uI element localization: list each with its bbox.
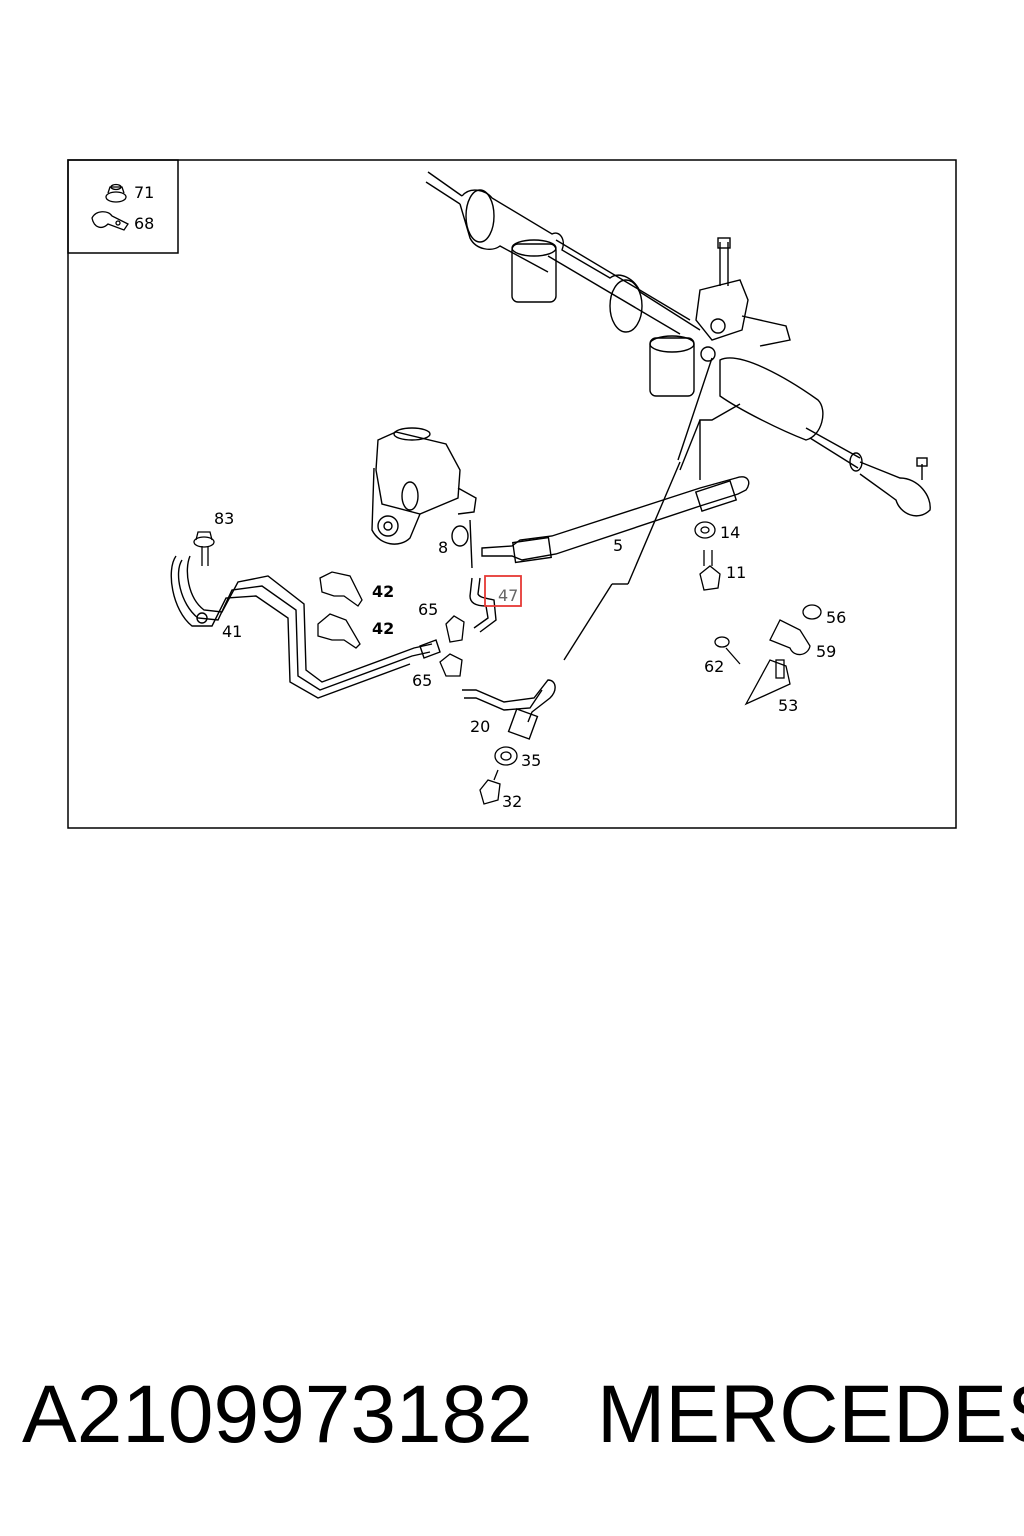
brand-name: MERCEDES xyxy=(597,1369,1024,1460)
callout-11: 11 xyxy=(726,563,746,582)
bolt-83-illustration xyxy=(193,531,215,566)
part-number: A2109973182 xyxy=(22,1369,533,1460)
callout-14: 14 xyxy=(720,523,740,542)
callout-42a: 42 xyxy=(372,582,394,601)
callout-8: 8 xyxy=(438,538,448,557)
callout-62: 62 xyxy=(704,657,724,676)
feed-line-20-illustration xyxy=(462,461,681,740)
callout-32: 32 xyxy=(502,792,522,811)
callout-83: 83 xyxy=(214,509,234,528)
callout-5: 5 xyxy=(613,536,623,555)
legend-box xyxy=(67,159,179,254)
pressure-hose-illustration xyxy=(481,357,750,564)
callout-65b: 65 xyxy=(412,671,432,690)
steering-rack-illustration xyxy=(425,171,931,517)
part-caption: A2109973182 MERCEDES xyxy=(22,1368,1024,1478)
parts-diagram: 71 68 xyxy=(67,159,957,829)
callout-20: 20 xyxy=(470,717,490,736)
callout-65a: 65 xyxy=(418,600,438,619)
callout-41: 41 xyxy=(222,622,242,641)
fitting-65-illustration xyxy=(439,615,465,677)
legend-label-68: 68 xyxy=(134,214,154,233)
callout-47: 47 xyxy=(498,586,518,605)
power-steering-pump-illustration xyxy=(371,427,477,569)
clamp-42-illustration xyxy=(317,571,363,649)
nut-icon xyxy=(105,183,127,203)
callout-56: 56 xyxy=(826,608,846,627)
callout-42b: 42 xyxy=(372,619,394,638)
bracket-hardware-illustration xyxy=(714,604,822,706)
washer-bolt-illustration xyxy=(479,746,518,805)
washer-bolt-right-illustration xyxy=(694,521,721,591)
clip-icon xyxy=(91,211,129,231)
callout-35: 35 xyxy=(521,751,541,770)
diagram-frame xyxy=(67,159,957,829)
legend-label-71: 71 xyxy=(134,183,154,202)
callout-59: 59 xyxy=(816,642,836,661)
return-hose-illustration xyxy=(469,577,497,633)
highlight-box-47[interactable] xyxy=(484,575,522,607)
callout-53: 53 xyxy=(778,696,798,715)
return-line-illustration xyxy=(170,555,441,699)
